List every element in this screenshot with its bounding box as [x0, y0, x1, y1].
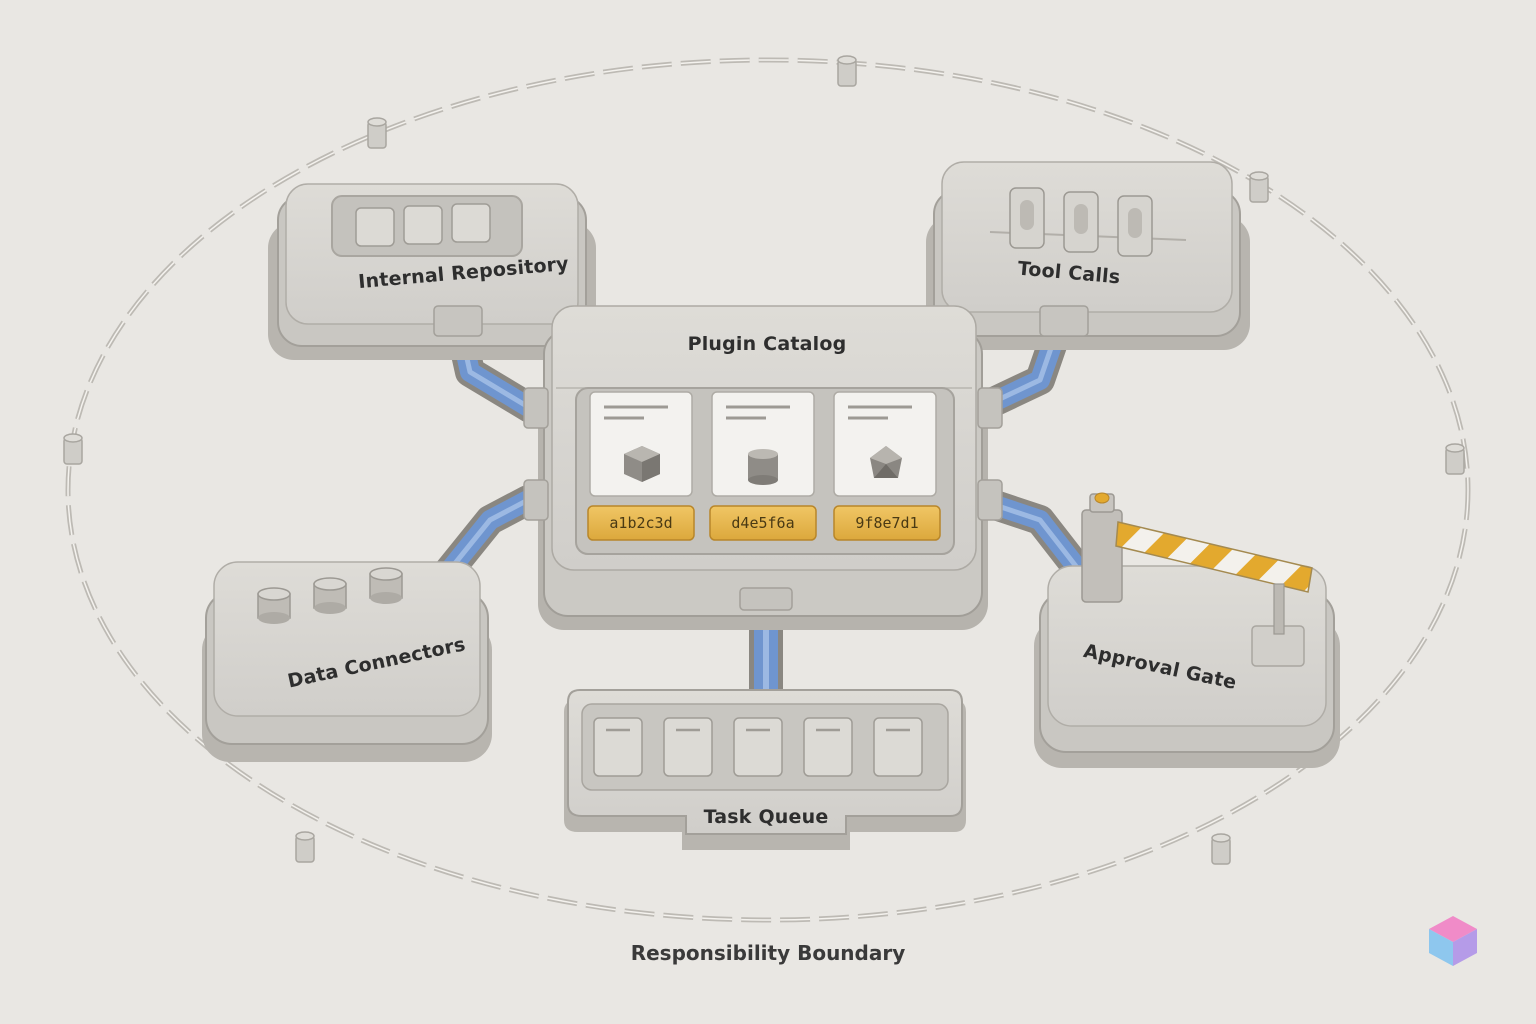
boundary-post	[1445, 443, 1465, 475]
tool-switch-icon	[1063, 191, 1099, 253]
responsibility-boundary	[65, 57, 1471, 923]
tool-calls-node	[926, 161, 1250, 350]
boundary-post	[1249, 171, 1269, 203]
boundary-posts	[63, 55, 1465, 865]
tool-switch-icon	[1117, 195, 1153, 257]
task-slot-icon	[593, 717, 643, 777]
plugin-catalog-title: Plugin Catalog	[687, 333, 847, 355]
plugin-hash-tag: a1b2c3d	[609, 514, 673, 532]
task-slot-icon	[873, 717, 923, 777]
boundary-post	[1211, 833, 1231, 865]
plugin-card	[587, 391, 695, 541]
pipe-catalog-approval	[977, 489, 1097, 589]
database-icon	[257, 587, 291, 624]
storage-block-icon	[355, 207, 395, 247]
boundary-post	[367, 117, 387, 149]
barrier-gate-icon	[1081, 492, 1313, 635]
boundary-post	[837, 55, 857, 87]
storage-block-icon	[403, 205, 443, 245]
responsibility-boundary-label: Responsibility Boundary	[616, 941, 920, 965]
task-slot-icon	[663, 717, 713, 777]
cylinder-icon	[748, 449, 778, 485]
database-icon	[369, 567, 403, 604]
cube-icon	[624, 446, 660, 482]
plugin-hash-tag: 9f8e7d1	[855, 514, 919, 532]
brand-logo-icon	[1429, 916, 1477, 966]
boundary-post	[295, 831, 315, 863]
plugin-hash-tag: d4e5f6a	[731, 514, 795, 532]
storage-block-icon	[451, 203, 491, 243]
task-queue-label: Task Queue	[703, 806, 829, 828]
tool-switch-icon	[1009, 187, 1045, 249]
internal-repository-node	[268, 183, 596, 360]
data-connectors-node	[202, 561, 492, 762]
task-slot-icon	[803, 717, 853, 777]
plugin-card	[709, 391, 817, 541]
boundary-post	[63, 433, 83, 465]
plugin-card	[833, 391, 941, 541]
task-queue-node	[564, 689, 966, 850]
task-slot-icon	[733, 717, 783, 777]
approval-gate-node	[1034, 492, 1340, 768]
responsibility-boundary-label-row: Responsibility Boundary	[0, 941, 1536, 965]
polyhedron-icon	[870, 446, 902, 478]
database-icon	[313, 577, 347, 614]
